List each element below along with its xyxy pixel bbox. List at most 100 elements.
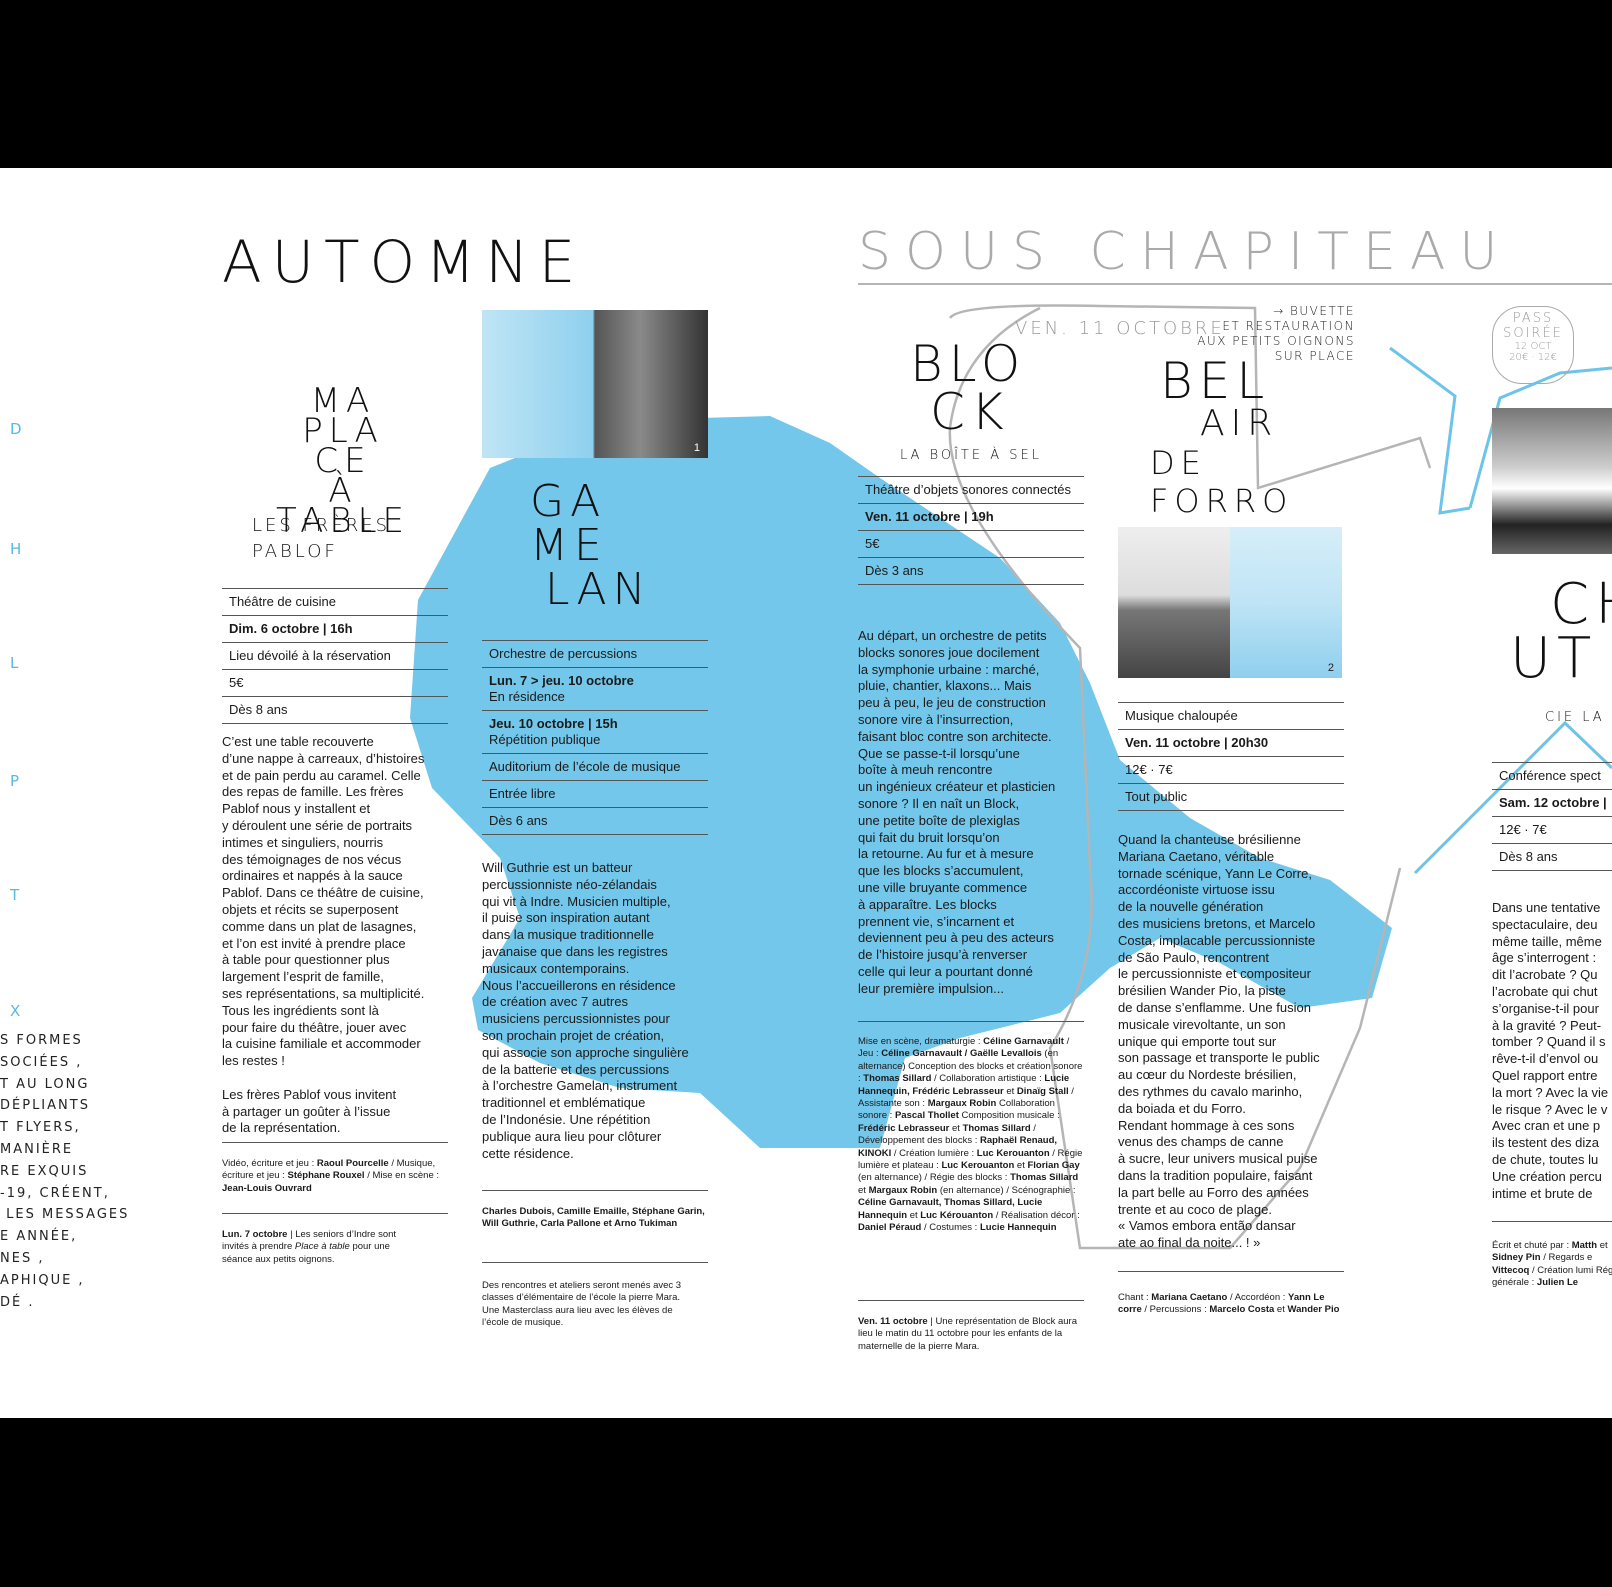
credit-segment: et	[949, 1122, 963, 1134]
credit-segment: Lun. 7 octobre	[222, 1229, 288, 1240]
credit-segment: Ven. 11 octobre	[858, 1316, 928, 1327]
title-line: BEL	[1160, 352, 1271, 410]
divider	[482, 1262, 708, 1263]
credit-segment: Stéphane Rouxel	[287, 1170, 365, 1182]
gamelan-photo: 1	[482, 310, 708, 458]
section-title-sous-chapiteau: SOUS CHAPITEAU	[858, 222, 1512, 282]
credit-segment: et	[1274, 1304, 1288, 1316]
credit-segment: pour une séance aux petits oignons.	[222, 1241, 390, 1265]
title-line: GA	[530, 476, 607, 527]
info-row: Dès 8 ans	[1492, 843, 1612, 871]
info-row-text: Jeu. 10 octobre | 15h	[489, 716, 618, 731]
credit-segment: Luc Kerouanton	[976, 1147, 1050, 1159]
credit-segment: et	[907, 1209, 921, 1221]
info-row: Dim. 6 octobre | 16h	[222, 615, 448, 642]
credit-segment: Luc Kérouanton	[920, 1209, 994, 1221]
credit-segment: Florian Gay	[1027, 1160, 1080, 1172]
buvette-annotation: → BUVETTE ET RESTAURATION AUX PETITS OIG…	[1197, 304, 1355, 363]
info-row: Lieu dévoilé à la réservation	[222, 642, 448, 669]
side-letter: D	[10, 420, 22, 438]
info-row-text: Orchestre de percussions	[489, 646, 638, 661]
credit-segment: Lucie Hannequin, Frédéric Lebrasseur	[858, 1073, 1070, 1097]
credit-segment: Mise en scène, dramaturgie :	[858, 1036, 984, 1047]
credit-segment: Céline Garnavault / Gaëlle Levallois	[881, 1048, 1042, 1060]
blue-line	[1389, 346, 1612, 875]
info-row: Musique chaloupée	[1118, 702, 1344, 729]
credit-segment: Raoul Pourcelle	[316, 1158, 389, 1169]
info-row-text: Dès 8 ans	[1499, 849, 1558, 864]
title-line: CH	[1550, 572, 1612, 637]
credit-segment: Thomas Sillard	[863, 1073, 932, 1085]
title-line: UT	[1510, 626, 1598, 691]
credit-segment: Yann Le corre	[1118, 1292, 1325, 1316]
credits: Charles Dubois, Camille Emaille, Stéphan…	[482, 1206, 708, 1231]
info-row: Sam. 12 octobre |	[1492, 789, 1612, 816]
credits: Chant : Mariana Caetano / Accordéon : Ya…	[1118, 1292, 1344, 1317]
info-row: 12€ · 7€	[1492, 816, 1612, 843]
credit-segment: / Création lumière :	[891, 1147, 977, 1159]
credit-segment: Des rencontres et ateliers seront menés …	[482, 1280, 682, 1329]
credit-segment: / Collaboration artistique :	[931, 1073, 1045, 1085]
info-row-text: 5€	[229, 675, 244, 690]
divider	[222, 1142, 448, 1143]
photo-number: 2	[1327, 662, 1334, 674]
photo-number: 1	[693, 442, 700, 454]
credit-segment: Composition musicale :	[958, 1110, 1060, 1122]
divider	[1118, 1271, 1344, 1272]
brochure-spread: AUTOMNE SOUS CHAPITEAU D H L P T X S FOR…	[0, 168, 1612, 1418]
credits: Mise en scène, dramaturgie : Céline Garn…	[858, 1036, 1084, 1235]
info-row: Tout public	[1118, 783, 1344, 811]
credits: Vidéo, écriture et jeu : Raoul Pourcelle…	[222, 1158, 448, 1195]
title-line: CE	[314, 441, 372, 481]
info-row-text: Lun. 7 > jeu. 10 octobre	[489, 673, 634, 688]
credit-segment: (en alternance) / Scénographie :	[937, 1184, 1076, 1196]
credit-segment: Margaux Robin	[927, 1098, 997, 1110]
title-line: LAN	[545, 564, 652, 615]
info-row-text: Ven. 11 octobre | 19h	[865, 509, 994, 524]
side-letter: P	[10, 772, 20, 790]
title-line: BLO	[910, 335, 1027, 393]
credit-segment: / Développement des blocks :	[858, 1122, 1036, 1147]
credit-segment: Vidéo, écriture et jeu :	[222, 1158, 317, 1169]
credit-segment: / Réalisation décor :	[993, 1209, 1080, 1221]
chute-photo	[1492, 408, 1612, 554]
credit-segment: et	[1003, 1085, 1017, 1097]
info-row-text: Conférence spect	[1499, 768, 1601, 783]
info-row: Conférence spect	[1492, 762, 1612, 789]
info-row: Théâtre de cuisine	[222, 588, 448, 615]
credit-segment: Sidney Pin	[1492, 1252, 1541, 1264]
info-row-text: 5€	[865, 536, 880, 551]
credit-segment: et	[600, 1218, 615, 1230]
credit-segment: Arno Tukiman	[614, 1218, 678, 1230]
info-row-text: 12€ · 7€	[1499, 822, 1547, 837]
credit-segment: Wander Pio	[1287, 1304, 1340, 1316]
credit-segment: | Les seniors d’Indre sont invités à pre…	[222, 1229, 397, 1253]
credit-segment: Place à table	[294, 1241, 350, 1253]
credit-segment: / Assistante son :	[858, 1085, 1074, 1110]
credit-segment: Thomas Sillard	[962, 1122, 1031, 1134]
title-line: AIR	[1200, 403, 1279, 444]
credit-segment: Margaux Robin	[868, 1184, 938, 1196]
info-row: Théâtre d’objets sonores connectés	[858, 476, 1084, 503]
info-row-text: Musique chaloupée	[1125, 708, 1238, 723]
info-row-text: Lieu dévoilé à la réservation	[229, 648, 391, 663]
info-row-text: Auditorium de l’école de musique	[489, 759, 681, 774]
title-line: MA	[310, 381, 376, 421]
credit-segment: Raphaël Renaud, KINOKI	[858, 1135, 1058, 1159]
side-handwritten-text: S FORMES SOCIÉES , T AU LONG DÉPLIANTS T…	[0, 1033, 130, 1310]
credit-segment: Luc Kerouanton	[941, 1160, 1015, 1172]
info-row-text: Dès 6 ans	[489, 813, 548, 828]
show-description: Will Guthrie est un batteur percussionni…	[482, 860, 689, 1161]
info-row: Dès 6 ans	[482, 807, 708, 835]
credit-segment: et	[1597, 1240, 1608, 1251]
side-letter: H	[10, 540, 22, 558]
company-name: LES FRÈRES PABLOF	[252, 515, 391, 562]
show-description: Au départ, un orchestre de petits blocks…	[858, 628, 1056, 996]
event-note: Ven. 11 octobre | Une représentation de …	[858, 1316, 1084, 1353]
credit-segment: / Percussions :	[1141, 1304, 1210, 1316]
info-row: Ven. 11 octobre | 20h30	[1118, 729, 1344, 756]
